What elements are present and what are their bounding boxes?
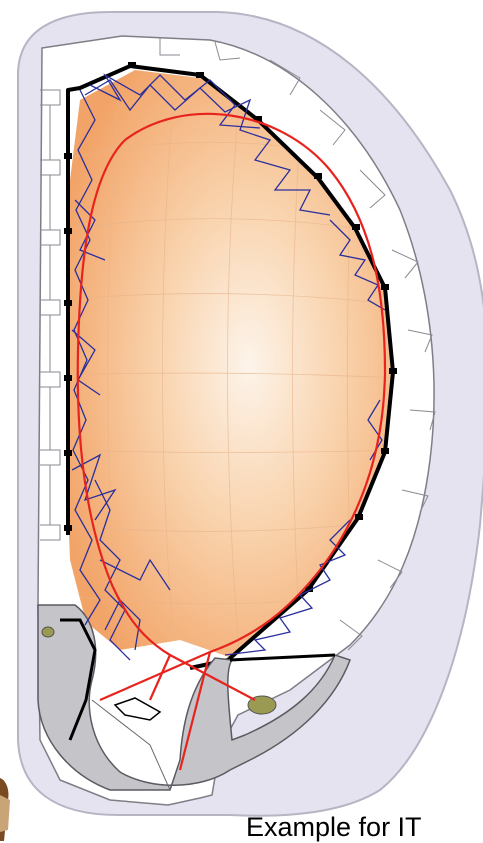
particle-trajectories [71,73,386,661]
separatrix [76,112,387,771]
divertor [37,604,351,791]
outboard-blanket-modules [159,38,436,651]
person-figure-icon [0,778,10,841]
first-wall [64,62,397,670]
inboard-blanket-modules [40,89,61,541]
caption-text: Example for IT [246,812,422,842]
